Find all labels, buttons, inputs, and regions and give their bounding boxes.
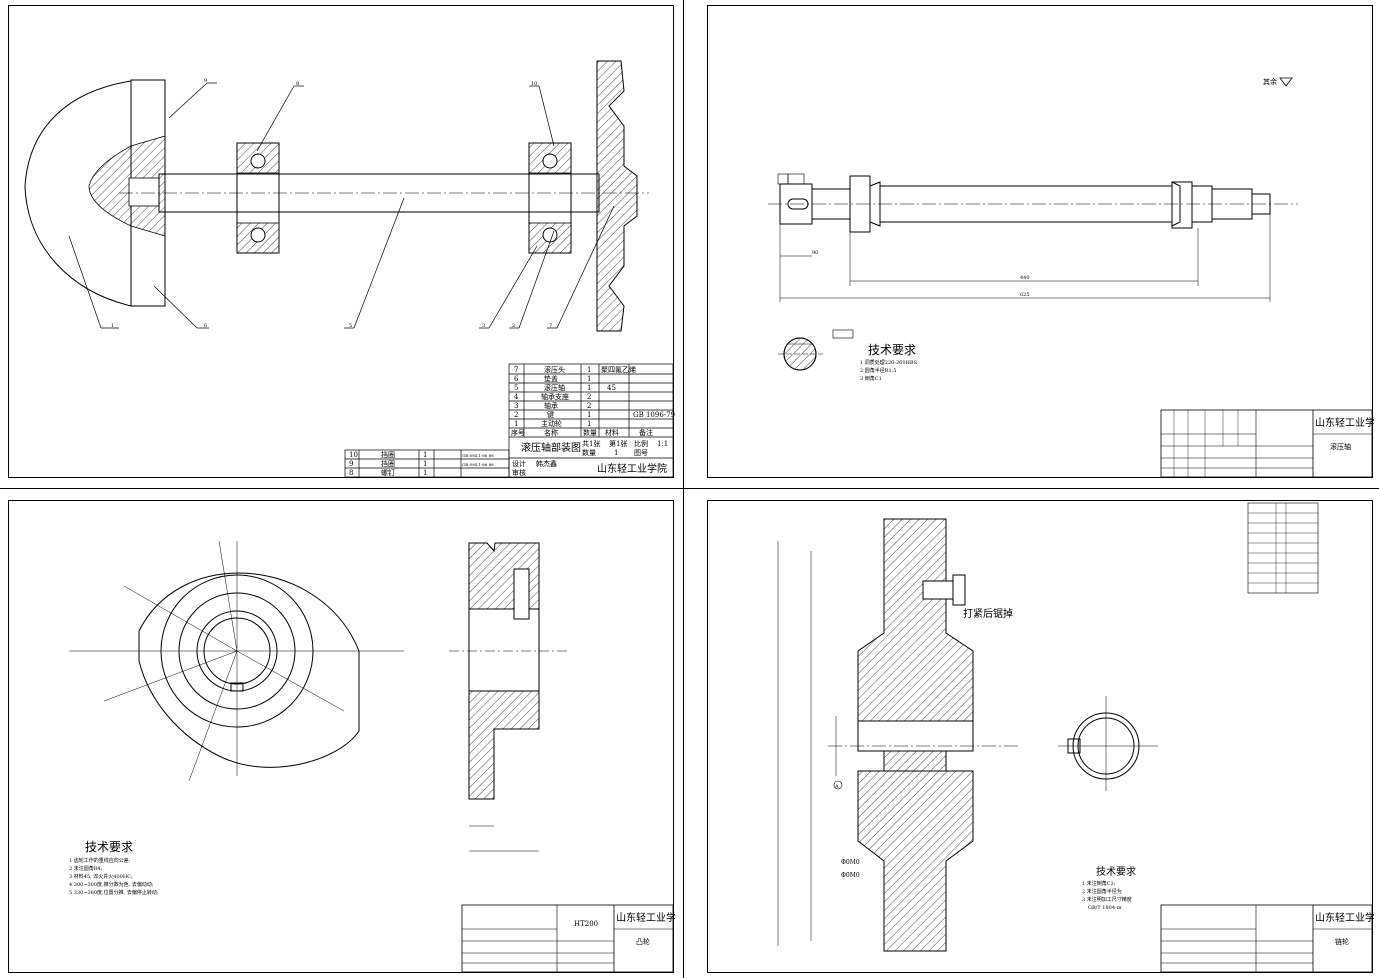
horizontal-divider [0,488,1379,489]
wheel-tech-4: GB/T 1804-m [1088,905,1122,911]
assembly-sheet: 7 滚压头 1 聚四氟乙烯 6 垫盖 1 5 滚压轴 1 45 4 轴承支座 2… [8,5,675,478]
cam-tech-3: 3 材料45, 淬火并火400HC; [69,873,133,880]
shaft-tech-title: 技术要求 [868,343,916,357]
cam-tech-5: 5 330~360度,位置分推, 去偏停止转动; [69,889,159,896]
cam-school: 山东轻工业学院 [616,911,675,924]
wheel-tech-title: 技术要求 [1096,865,1136,878]
cam-sheet: 技术要求 1 齿轮工作的重线应向公差; 2 未注圆角R4; 3 材料45, 淬火… [8,500,675,973]
wheel-sheet: A 打紧后锯掉 Φ0M0 Φ0M0 技术要求 1 未注倒角C2; 2 未注圆角半… [707,500,1374,973]
wheel-dim-label-2: Φ0M0 [841,872,860,879]
wheel-school: 山东轻工业学院 [1315,911,1374,924]
cam-tech-title: 技术要求 [85,840,133,854]
assembly-drawing [24,60,674,478]
dim-left: 90 [812,250,818,256]
datum-label: A [834,784,839,790]
dim-main: 440 [1020,275,1030,281]
wheel-drawing: A 打紧后锯掉 Φ0M0 Φ0M0 技术要求 1 未注倒角C2; 2 未注圆角半… [777,502,1374,973]
shaft-tech-1: 1 调质处理220-260HBS [860,359,918,366]
vertical-divider [683,0,684,978]
cam-tech-4: 4 300~300度,推分数为色, 去偏动动; [69,881,154,888]
dim-overall: 625 [1020,292,1030,298]
shaft-sheet: 其余 625 440 90 技术要求 1 调质处理220-260HBS 2 圆角… [707,5,1374,478]
shaft-tech-3: 3 倒角C1 [860,375,882,382]
wheel-tech-3: 3 未注明加工尺寸精度 [1082,896,1132,903]
shaft-drawing: 其余 625 440 90 技术要求 1 调质处理220-260HBS 2 圆角… [768,77,1374,478]
cam-part-name: 凸轮 [636,937,650,946]
wheel-tech-1: 1 未注倒角C2; [1082,880,1116,887]
cam-tech-1: 1 齿轮工作的重线应向公差; [69,857,131,864]
wheel-tech-2: 2 未注圆角半径为 [1082,888,1122,895]
shaft-part-name: 滚压轴 [1330,442,1351,451]
cam-drawing: 技术要求 1 齿轮工作的重线应向公差; 2 未注圆角R4; 3 材料45, 淬火… [69,540,675,973]
cam-tech-2: 2 未注圆角R4; [69,865,103,872]
cam-material: HT200 [574,920,598,928]
surface-note: 其余 [1263,77,1277,86]
shaft-school: 山东轻工业学院 [1315,416,1374,429]
wheel-part-name: 链轮 [1335,937,1349,946]
wheel-dim-label-1: Φ0M0 [841,859,860,866]
shaft-tech-2: 2 圆角半径R1.5 [860,367,897,374]
wheel-note: 打紧后锯掉 [963,607,1013,620]
